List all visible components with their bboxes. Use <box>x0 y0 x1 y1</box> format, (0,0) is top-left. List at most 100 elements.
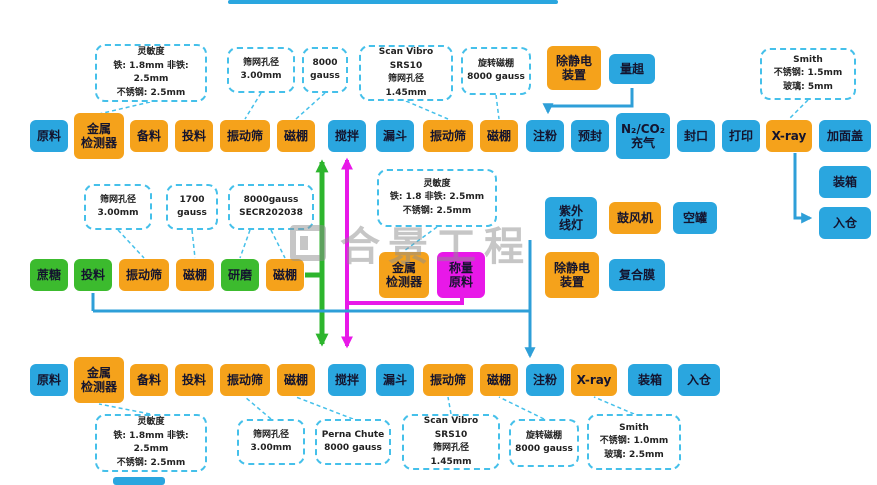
callout-scan-vibro-bottom: Scan Vibro SRS10 筛网孔径 1.45mm <box>402 414 500 470</box>
callout-sensitivity-bottom: 灵敏度铁: 1.8mm 非铁: 2.5mm 不锈钢: 2.5mm <box>95 414 207 472</box>
node-mid-composite-film: 复合膜 <box>609 259 665 291</box>
callout-line: 不锈钢: 2.5mm <box>402 205 472 216</box>
callout-smith-bottom: Smith 不锈钢: 1.0mm 玻璃: 2.5mm <box>587 414 681 470</box>
node-top-x-ray: X-ray <box>766 120 812 152</box>
callout-line: 1.45mm <box>430 456 472 467</box>
callout-line: 不锈钢: 1.5mm <box>773 68 843 79</box>
node-bot-magnetic-grid-1: 磁棚 <box>277 364 315 396</box>
callout-line: 3.00mm <box>240 71 282 81</box>
node-top-add-lid: 加面盖 <box>819 120 871 152</box>
node-bot-magnetic-grid-2: 磁棚 <box>480 364 518 396</box>
callout-line: 旋转磁棚 <box>477 58 514 69</box>
node-top-metal-detector: 金属 检测器 <box>74 113 124 159</box>
callout-line: gauss <box>310 71 340 81</box>
node-top-packing: 装箱 <box>819 166 871 198</box>
flow-magenta-feed <box>348 298 464 305</box>
callout-line: 8000 <box>312 57 338 68</box>
callout-line: 筛网孔径 <box>252 429 289 440</box>
callout-line: 铁: 1.8 非铁: 2.5mm <box>389 192 485 203</box>
node-mid-metal-detector: 金属 检测器 <box>379 252 429 298</box>
callout-sensitivity-mid: 灵敏度铁: 1.8 非铁: 2.5mm 不锈钢: 2.5mm <box>377 169 497 227</box>
node-top-printing: 打印 <box>722 120 760 152</box>
flow-blue-to-warehouse <box>793 153 813 224</box>
callout-rotary-magnet-bottom: 旋转磁棚 8000 gauss <box>509 419 579 467</box>
node-top-static-eliminator: 除静电 装置 <box>547 46 601 90</box>
callout-line: gauss <box>177 208 207 218</box>
node-mid-magnetic-grid-1: 磁棚 <box>176 259 214 291</box>
callout-line: 不锈钢: 1.0mm <box>599 436 669 447</box>
callout-line: 8000 gauss <box>324 443 382 453</box>
callout-line: 铁: 1.8mm 非铁: 2.5mm <box>113 60 189 85</box>
node-top-magnetic-grid-1: 磁棚 <box>277 120 315 152</box>
node-mid-feeding: 投料 <box>74 259 112 291</box>
callout-line: 8000gauss <box>243 194 299 205</box>
node-bot-vibrating-screen-2: 振动筛 <box>423 364 473 396</box>
node-bot-warehousing: 入仓 <box>678 364 720 396</box>
node-mid-weighing-material: 称量 原料 <box>437 252 485 298</box>
callout-line: 筛网孔径 <box>432 443 469 453</box>
callout-smith-top: Smith 不锈钢: 1.5mm 玻璃: 5mm <box>760 48 856 100</box>
callout-mesh-size-bottom: 筛网孔径 3.00mm <box>237 419 305 465</box>
callout-line: 筛网孔径 <box>387 74 424 84</box>
callout-pointers <box>98 92 809 420</box>
top-cropped-box <box>228 0 558 4</box>
callout-line: 铁: 1.8mm 非铁: 2.5mm <box>113 430 189 455</box>
node-bot-metal-detector: 金属 检测器 <box>74 357 124 403</box>
callout-line: 不锈钢: 2.5mm <box>116 87 186 98</box>
node-bot-vibrating-screen-1: 振动筛 <box>220 364 270 396</box>
callout-line: Smith <box>619 422 649 433</box>
node-top-pre-seal: 预封 <box>571 120 609 152</box>
callout-line: 8000 gauss <box>515 444 573 454</box>
node-top-sealing: 封口 <box>677 120 715 152</box>
flow-blue-hopper-to-filling <box>542 88 634 115</box>
callout-line: Scan Vibro SRS10 <box>423 416 479 440</box>
node-mid-magnetic-grid-2: 磁棚 <box>266 259 304 291</box>
node-top-funnel: 漏斗 <box>376 120 414 152</box>
node-bot-mixing: 搅拌 <box>328 364 366 396</box>
node-mid-grinding: 研磨 <box>221 259 259 291</box>
callout-perna-chute-bottom: Perna Chute 8000 gauss <box>315 419 391 465</box>
node-mid-vibrating-screen: 振动筛 <box>119 259 169 291</box>
node-top-magnetic-grid-2: 磁棚 <box>480 120 518 152</box>
node-top-mixing: 搅拌 <box>328 120 366 152</box>
node-bot-raw-material: 原料 <box>30 364 68 396</box>
node-top-vibrating-screen-1: 振动筛 <box>220 120 270 152</box>
callout-line: Perna Chute <box>321 429 385 440</box>
callout-line: 灵敏度 <box>137 47 165 57</box>
callout-line: 灵敏度 <box>137 417 165 427</box>
bottom-cropped-box <box>113 477 165 485</box>
callout-line: 玻璃: 2.5mm <box>604 449 664 460</box>
node-top-raw-material: 原料 <box>30 120 68 152</box>
callout-line: 筛网孔径 <box>242 57 279 68</box>
callout-line: 玻璃: 5mm <box>783 81 833 92</box>
node-bot-x-ray: X-ray <box>571 364 617 396</box>
callout-line: 3.00mm <box>250 443 292 453</box>
node-mid-blower: 鼓风机 <box>609 202 661 234</box>
node-top-material-prep: 备料 <box>130 120 168 152</box>
node-top-measuring-hopper: 量趄 <box>609 54 655 84</box>
node-bot-material-prep: 备料 <box>130 364 168 396</box>
node-mid-sucrose: 蔗糖 <box>30 259 68 291</box>
node-bot-feeding: 投料 <box>175 364 213 396</box>
callout-line: 1.45mm <box>385 87 427 98</box>
callout-gauss-1700-mid: 1700 gauss <box>166 184 218 230</box>
node-bot-funnel: 漏斗 <box>376 364 414 396</box>
node-top-gas-flush: N₂/CO₂ 充气 <box>616 113 670 159</box>
callout-gauss-top: 8000 gauss <box>302 47 348 93</box>
callout-line: 不锈钢: 2.5mm <box>116 457 186 468</box>
node-mid-empty-can: 空罐 <box>673 202 717 234</box>
node-top-warehousing: 入仓 <box>819 207 871 239</box>
node-top-powder-filling: 注粉 <box>526 120 564 152</box>
callout-line: 旋转磁棚 <box>525 430 562 441</box>
callout-rotary-magnet-top: 旋转磁棚 8000 gauss <box>461 47 531 95</box>
callout-line: 8000 gauss <box>467 72 525 82</box>
callout-line: 灵敏度 <box>423 178 451 189</box>
callout-line: 筛网孔径 <box>99 194 136 205</box>
callout-line: 1700 <box>179 194 205 205</box>
callout-line: Smith <box>793 54 823 65</box>
callout-sensitivity-top: 灵敏度铁: 1.8mm 非铁: 2.5mm 不锈钢: 2.5mm <box>95 44 207 102</box>
